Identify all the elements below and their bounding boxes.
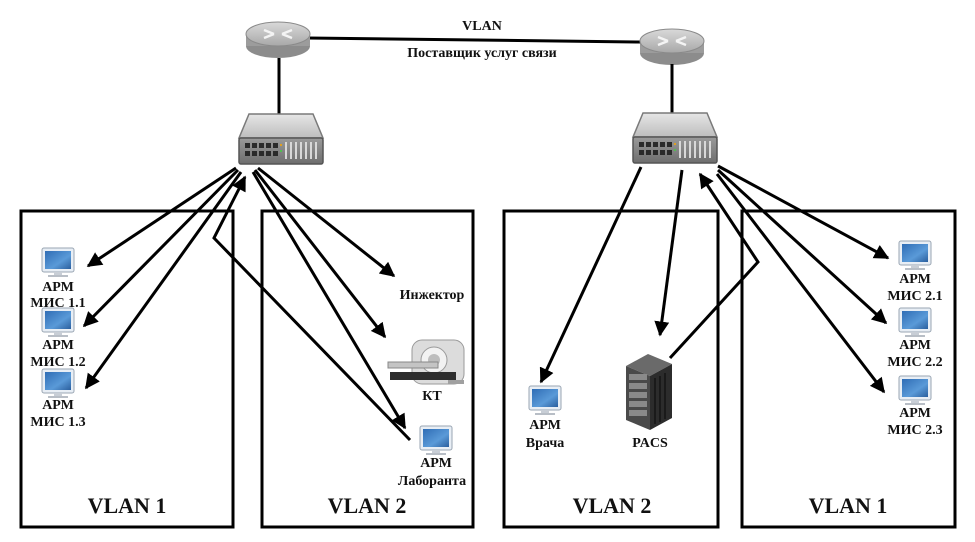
- link-switch-to-mis-1-1: [86, 166, 237, 268]
- workstation-icon: [41, 368, 75, 399]
- ct-scanner-icon: [387, 339, 465, 385]
- wan-link: [307, 36, 641, 44]
- link-switch-to-mis-2-3: [715, 173, 886, 394]
- workstation-icon: [898, 307, 932, 338]
- workstation-icon: [419, 425, 453, 456]
- device-label: АРМ: [899, 338, 931, 353]
- wan-label-provider: Поставщик услуг связи: [407, 46, 557, 61]
- switch-left-icon: [238, 113, 324, 165]
- zone-title: VLAN 1: [809, 493, 888, 518]
- device-label: Лаборанта: [398, 474, 466, 489]
- router-left-icon: [244, 20, 312, 60]
- link-laborant-to-switch: [212, 175, 412, 442]
- zone-title: VLAN 2: [573, 493, 652, 518]
- link-switch-to-injector: [257, 166, 396, 278]
- link-switch-to-laborant: [251, 171, 407, 430]
- device-label: МИС 2.2: [887, 355, 942, 370]
- device-label: АРМ: [42, 398, 74, 413]
- device-label: АРМ: [420, 456, 452, 471]
- link-pacs-to-switch: [668, 172, 760, 360]
- zone-right-vlan2: [502, 209, 720, 529]
- device-label: МИС 2.1: [887, 289, 942, 304]
- device-label: АРМ: [899, 272, 931, 287]
- link-switch-to-pacs: [654, 169, 684, 337]
- switch-right-icon: [632, 112, 718, 164]
- workstation-icon: [41, 307, 75, 338]
- device-label-ct: КТ: [422, 389, 442, 404]
- device-label-pacs: PACS: [632, 436, 668, 451]
- wan-label-vlan: VLAN: [462, 19, 502, 34]
- device-label: МИС 1.2: [30, 355, 85, 370]
- device-label: АРМ: [42, 280, 74, 295]
- link-switch-to-doctor: [539, 166, 643, 384]
- device-label: МИС 1.3: [30, 415, 85, 430]
- device-label: Врача: [526, 436, 564, 451]
- workstation-icon: [898, 375, 932, 406]
- link-switch-to-ct: [253, 169, 387, 339]
- device-label: АРМ: [42, 338, 74, 353]
- device-label: МИС 1.1: [30, 296, 85, 311]
- zone-right-vlan1: [740, 209, 957, 529]
- link-switch-to-mis-2-1: [717, 164, 890, 260]
- pacs-server-icon: [626, 354, 672, 430]
- device-label: АРМ: [899, 406, 931, 421]
- zone-title: VLAN 1: [88, 493, 167, 518]
- workstation-icon: [528, 385, 562, 416]
- link-switch-to-mis-2-2: [716, 168, 888, 325]
- zone-left-vlan2: [260, 209, 475, 529]
- device-label: АРМ: [529, 418, 561, 433]
- link-switch-to-mis-1-2: [82, 168, 240, 328]
- workstation-icon: [41, 247, 75, 278]
- router-right-icon: [638, 27, 706, 67]
- zone-left-vlan1: [19, 209, 235, 529]
- zone-title: VLAN 2: [328, 493, 407, 518]
- link-switch-to-mis-1-3: [84, 171, 243, 390]
- device-label: МИС 2.3: [887, 423, 942, 438]
- workstation-icon: [898, 240, 932, 271]
- device-label-injector: Инжектор: [400, 288, 465, 303]
